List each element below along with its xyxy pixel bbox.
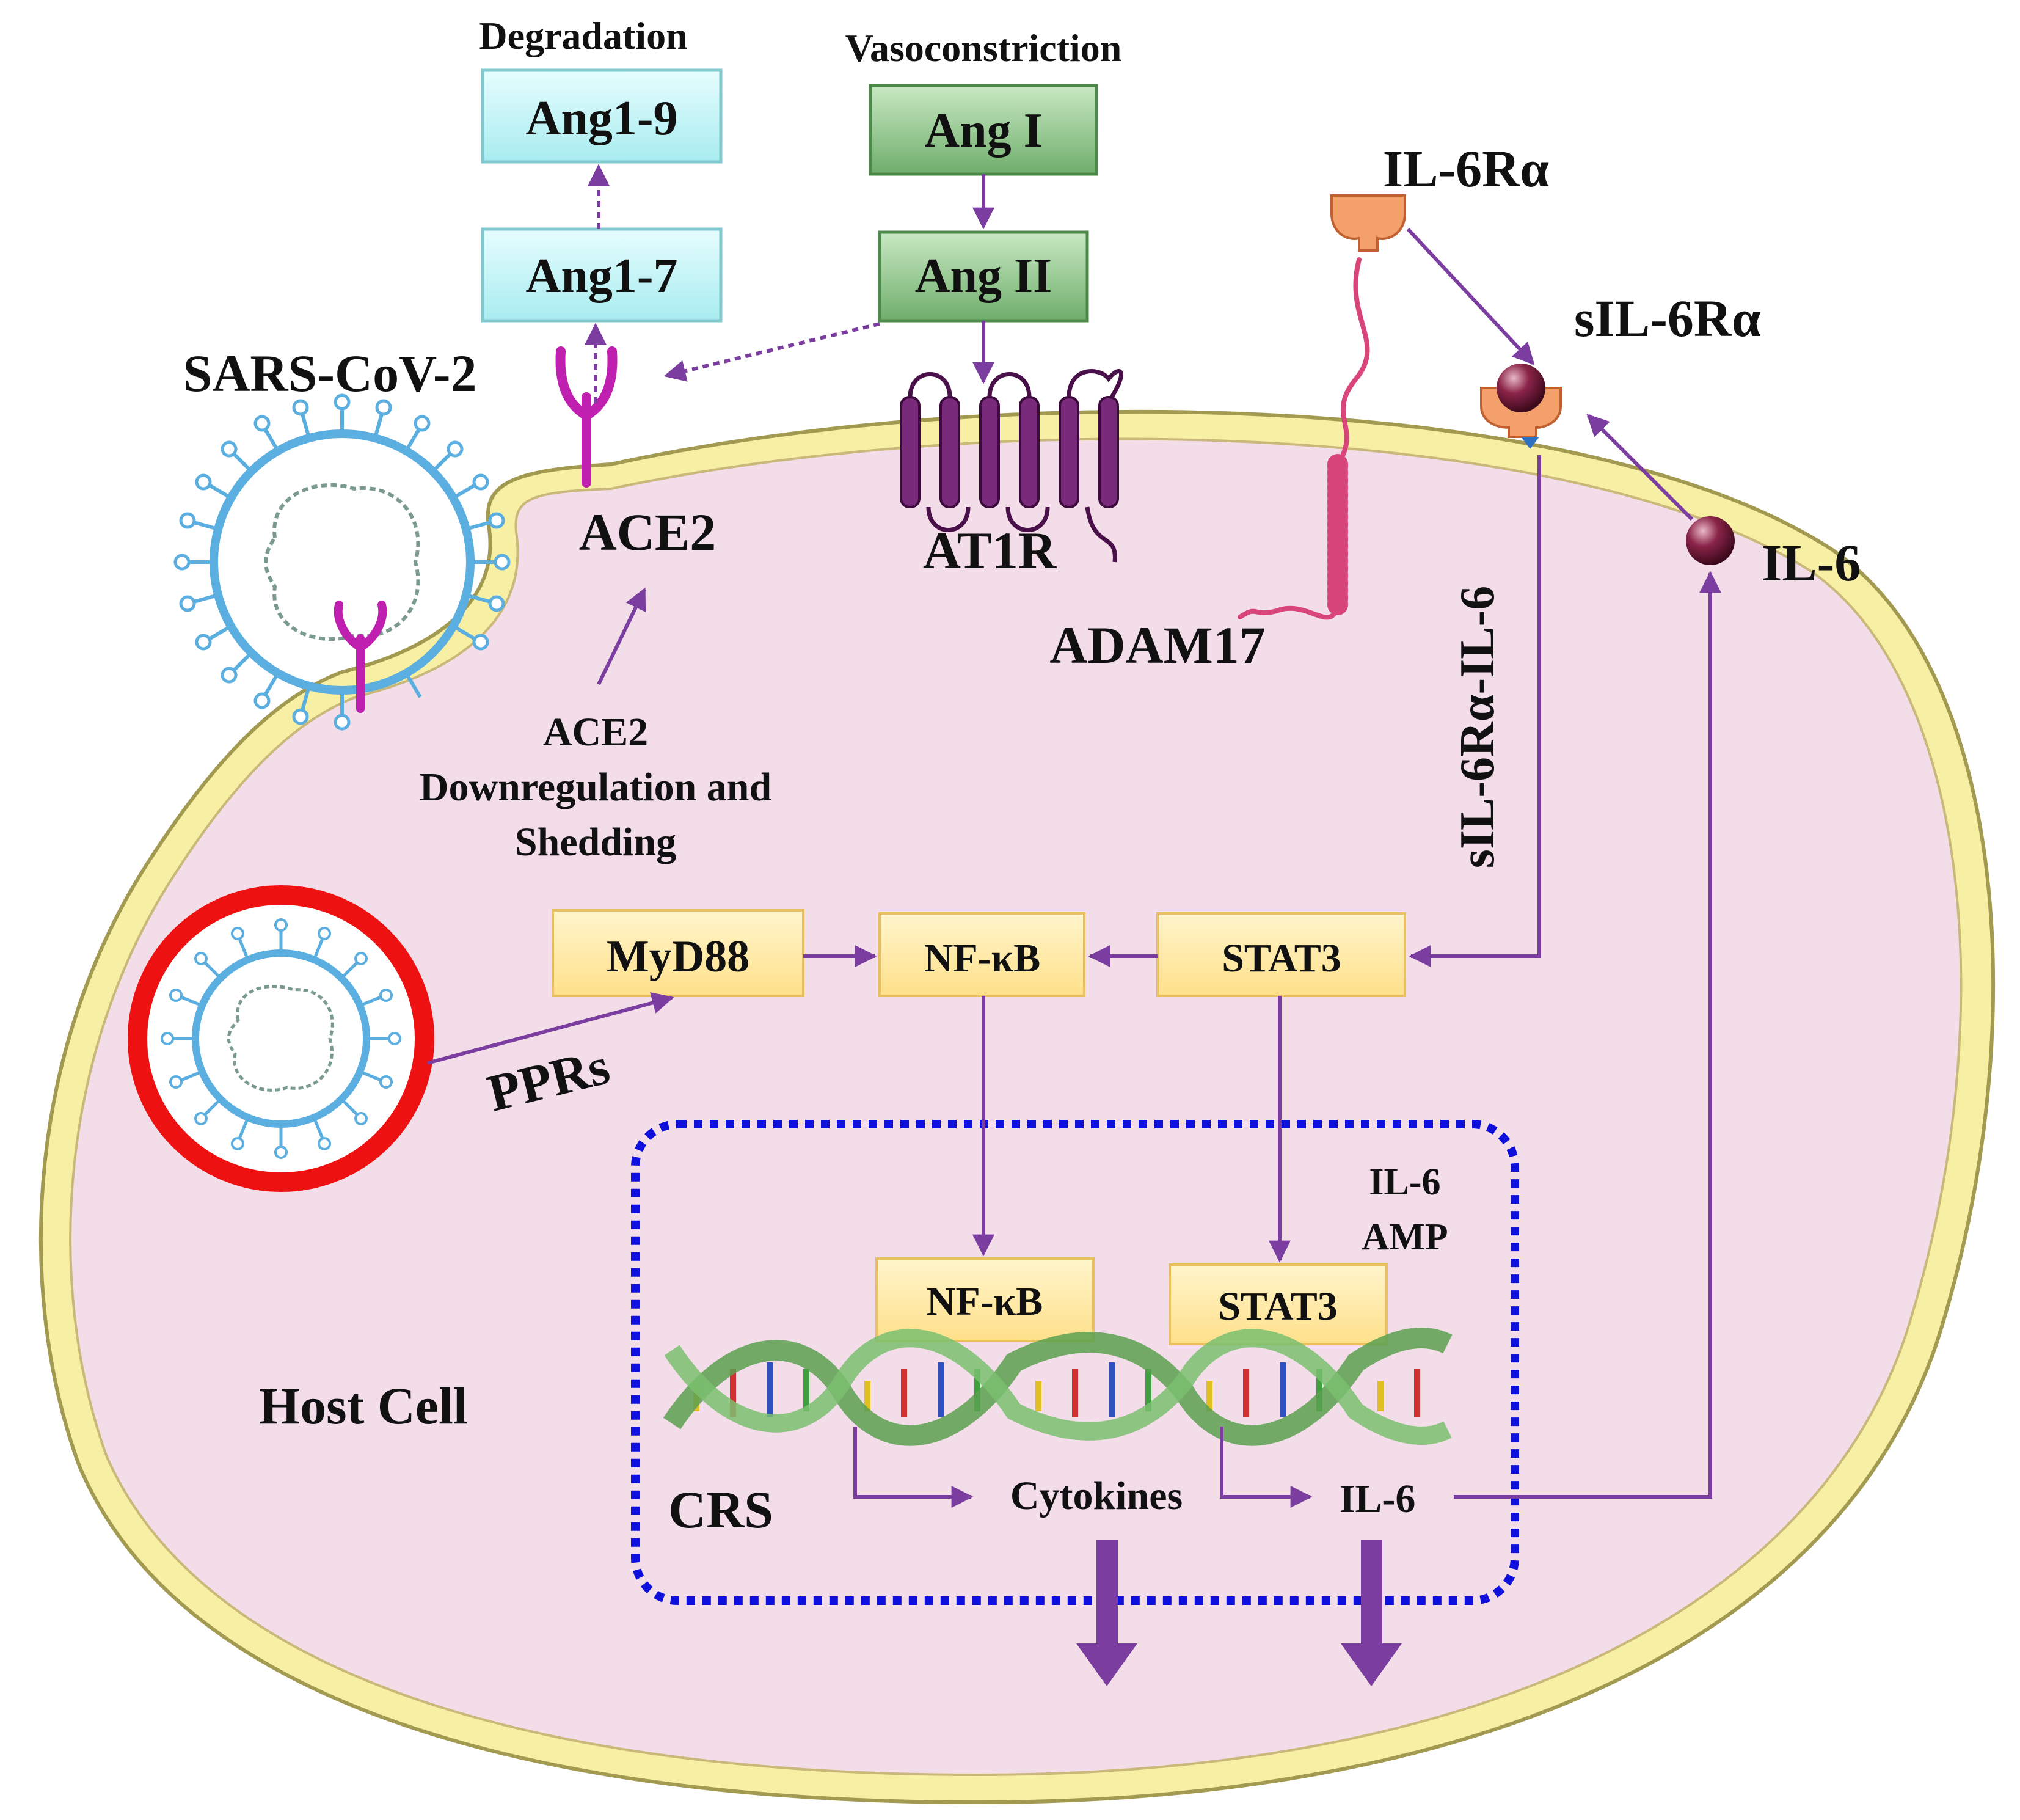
- host-cell-label: Host Cell: [259, 1376, 468, 1435]
- ace2-label: ACE2: [579, 503, 716, 561]
- arrow-il6-to-sil6ra: [1586, 414, 1694, 521]
- ang19-box: [481, 68, 723, 164]
- arrow-dna-to-il6: [1220, 1427, 1313, 1508]
- cell-cytoplasm: [69, 437, 1963, 1777]
- il6-outer-label: IL-6: [1762, 533, 1861, 592]
- ace2-virus-bound-receptor: [334, 601, 387, 713]
- il6ra-membrane-receptor: [1330, 194, 1406, 252]
- ang17-label: Ang1-7: [526, 249, 678, 303]
- arrow-dna-to-cytokines: [853, 1427, 974, 1508]
- sars-cov2-virus: [173, 393, 511, 731]
- arrow-il6-secretion: [1454, 571, 1721, 1499]
- arrows: [427, 164, 1721, 1508]
- arrow-pprs-to-myd88: [427, 992, 674, 1065]
- stat3-top-label: STAT3: [1222, 936, 1341, 981]
- dna-helix: [663, 1328, 1453, 1446]
- ace2-receptor: [555, 346, 618, 488]
- arrow-il6ra-to-sil6ra: [1406, 227, 1535, 365]
- cytokines-label: Cytokines: [1010, 1474, 1183, 1518]
- il6-sphere: [1686, 516, 1735, 565]
- crs-label: CRS: [668, 1480, 773, 1539]
- complex-label: sIL-6Rα-IL-6: [1451, 586, 1504, 868]
- il6-amp-line2: AMP: [1362, 1216, 1448, 1258]
- ang1-box: [869, 84, 1098, 176]
- nfkb-top-label: NF-κB: [924, 936, 1041, 981]
- arrow-shedding-to-ace2: [597, 587, 646, 685]
- arrow-ang2-to-ace2: [663, 322, 880, 382]
- ace2-shedding-line3: Shedding: [515, 820, 676, 864]
- nfkb-dna-box: [875, 1257, 1095, 1342]
- ang17-box: [481, 227, 723, 323]
- ace2-shedding-line2: Downregulation and: [420, 765, 771, 809]
- arrow-complex-to-stat3: [1409, 455, 1541, 967]
- degradation-label: Degradation: [479, 14, 687, 57]
- ang1-label: Ang I: [924, 104, 1042, 158]
- sil6ra-il6-complex: [1480, 364, 1562, 449]
- stat3-dna-box: [1169, 1263, 1388, 1345]
- il6-output-arrow: [1341, 1540, 1402, 1686]
- adam17-protease: [1238, 257, 1370, 620]
- il6-amp-line1: IL-6: [1369, 1161, 1440, 1203]
- at1r-label: AT1R: [923, 521, 1057, 580]
- ang2-label: Ang II: [915, 249, 1052, 303]
- il6ra-label: IL-6Rα: [1383, 139, 1550, 198]
- at1r-receptor: [900, 369, 1124, 563]
- cytokine-output-arrow: [1076, 1540, 1137, 1686]
- sil6ra-label: sIL-6Rα: [1574, 289, 1761, 348]
- il6-inner-label: IL-6: [1340, 1477, 1416, 1521]
- virus-envelope: [210, 429, 475, 695]
- virus-rna: [264, 483, 420, 641]
- vasoconstriction-label: Vasoconstriction: [845, 26, 1122, 70]
- host-cell: [38, 409, 1996, 1805]
- nfkb-dna-label: NF-κB: [927, 1279, 1043, 1324]
- ace2-shedding-line1: ACE2: [543, 710, 648, 755]
- ppr-captured-virus: [128, 885, 434, 1192]
- myd88-box: [552, 909, 804, 997]
- output-arrows: [1076, 1540, 1402, 1686]
- ang19-label: Ang1-9: [526, 92, 678, 145]
- adam17-label: ADAM17: [1049, 616, 1266, 674]
- crs-region: [631, 1120, 1519, 1605]
- myd88-label: MyD88: [607, 932, 749, 982]
- stat3-dna-label: STAT3: [1218, 1284, 1338, 1329]
- ang2-box: [878, 230, 1089, 323]
- sars-cov2-label: SARS-CoV-2: [183, 344, 477, 403]
